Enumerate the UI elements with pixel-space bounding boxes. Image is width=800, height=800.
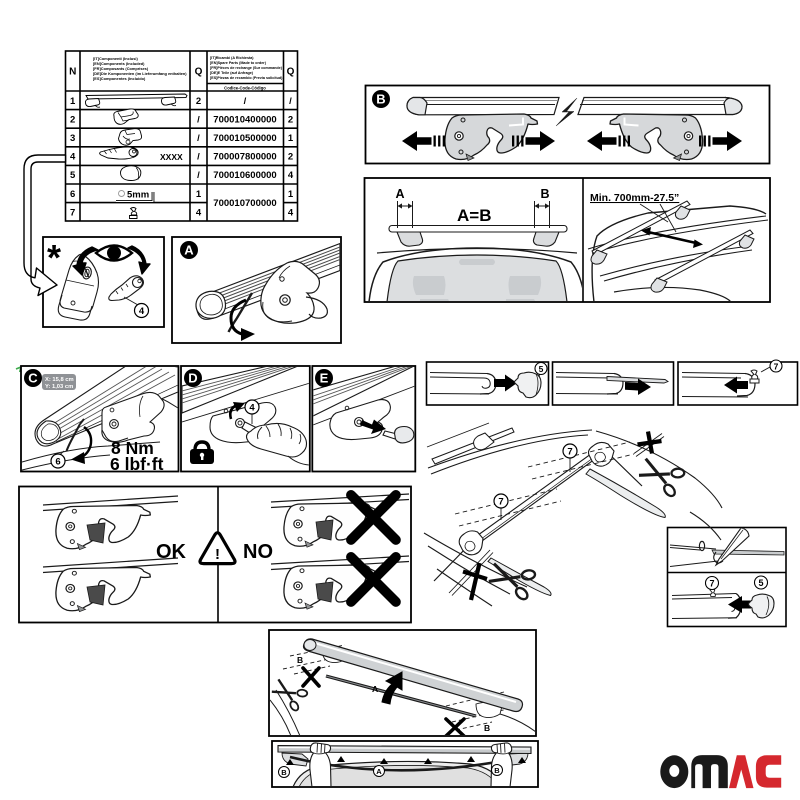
- svg-text:700010600000: 700010600000: [213, 170, 276, 181]
- svg-text:N: N: [69, 67, 76, 78]
- svg-text:/: /: [197, 170, 200, 181]
- svg-text:3: 3: [70, 133, 75, 144]
- svg-text:[DE]Die Komponenten (im Liefer: [DE]Die Komponenten (im Lieferumfang ent…: [93, 71, 187, 76]
- svg-text:B: B: [540, 187, 549, 201]
- svg-text:A: A: [372, 684, 378, 694]
- svg-text:6: 6: [70, 189, 75, 200]
- svg-text:OK: OK: [156, 541, 187, 563]
- svg-text:4: 4: [196, 207, 202, 218]
- svg-text:2: 2: [70, 114, 75, 125]
- svg-text:1: 1: [70, 96, 76, 107]
- svg-text:B: B: [484, 723, 490, 733]
- svg-text:B: B: [376, 92, 385, 107]
- svg-text:B: B: [494, 766, 500, 775]
- svg-text:6: 6: [55, 457, 60, 468]
- svg-text:[FR]Composants (Comprises): [FR]Composants (Comprises): [93, 66, 149, 71]
- svg-text:NO: NO: [243, 541, 273, 563]
- svg-text:/: /: [197, 133, 200, 144]
- svg-text:4: 4: [288, 170, 294, 181]
- svg-text:[EN]Spare Parts (Made to order: [EN]Spare Parts (Made to order): [210, 61, 267, 65]
- svg-text:D: D: [188, 371, 197, 386]
- svg-text:/: /: [289, 96, 292, 107]
- svg-text:A: A: [395, 187, 404, 201]
- svg-text:700010500000: 700010500000: [213, 133, 276, 144]
- svg-text:XXXX: XXXX: [160, 152, 183, 162]
- svg-text:!: !: [215, 546, 220, 563]
- svg-text:[DE]E Teile (auf Anfrage): [DE]E Teile (auf Anfrage): [210, 71, 254, 75]
- svg-text:700007800000: 700007800000: [213, 152, 276, 163]
- svg-text:B: B: [297, 655, 303, 665]
- svg-text:[IT]Ricambi (A Richiesta): [IT]Ricambi (A Richiesta): [210, 56, 254, 60]
- svg-text:*: *: [47, 237, 61, 278]
- svg-text:4: 4: [288, 207, 294, 218]
- svg-text:A: A: [184, 243, 194, 258]
- svg-text:2: 2: [288, 114, 293, 125]
- svg-text:X: 15,8 cm: X: 15,8 cm: [45, 377, 74, 383]
- svg-text:7: 7: [498, 497, 503, 508]
- svg-text:[EN]Components (Included): [EN]Components (Included): [93, 61, 145, 66]
- svg-text:4: 4: [70, 152, 76, 163]
- svg-text:4: 4: [249, 403, 255, 414]
- svg-text:1: 1: [196, 189, 202, 200]
- svg-text:7: 7: [70, 207, 75, 218]
- svg-text:5mm: 5mm: [127, 190, 149, 201]
- svg-text:Codice-Code-Código: Codice-Code-Código: [224, 86, 266, 91]
- svg-text:/: /: [197, 152, 200, 163]
- svg-text:[FR]Pièces de rechange (Sur co: [FR]Pièces de rechange (Sur commande): [210, 66, 283, 70]
- svg-text:1: 1: [288, 189, 294, 200]
- svg-text:2: 2: [288, 152, 293, 163]
- svg-text:5: 5: [539, 364, 544, 374]
- svg-text:5: 5: [70, 170, 76, 181]
- svg-text:/: /: [197, 114, 200, 125]
- svg-text:Q: Q: [195, 67, 203, 78]
- svg-text:E: E: [320, 371, 329, 386]
- svg-text:C: C: [28, 371, 38, 386]
- svg-text:5: 5: [758, 578, 763, 588]
- svg-text:2: 2: [196, 96, 201, 107]
- svg-text:B: B: [281, 768, 287, 777]
- svg-text:[ES]Piezas de recambio (Previa: [ES]Piezas de recambio (Previa solicitud…: [210, 76, 283, 80]
- svg-text:Y: 1,03 cm: Y: 1,03 cm: [45, 384, 73, 390]
- svg-text:A: A: [376, 767, 382, 776]
- svg-text:8 Nm: 8 Nm: [111, 438, 154, 458]
- svg-text:Q: Q: [287, 67, 295, 78]
- svg-text:700010700000: 700010700000: [213, 198, 276, 209]
- svg-text:1: 1: [288, 133, 294, 144]
- svg-text:4: 4: [139, 306, 145, 317]
- svg-text:[IT]Componenti (Inclusi): [IT]Componenti (Inclusi): [93, 56, 138, 61]
- svg-text:7: 7: [774, 361, 779, 371]
- svg-text:7: 7: [709, 579, 714, 589]
- svg-text:7: 7: [567, 447, 572, 458]
- svg-text:A=B: A=B: [457, 206, 491, 225]
- svg-text:700010400000: 700010400000: [213, 114, 276, 125]
- svg-text:/: /: [244, 96, 247, 107]
- svg-text:[ES]Componentes (Incluido): [ES]Componentes (Incluido): [93, 76, 146, 81]
- svg-text:6 lbf·ft: 6 lbf·ft: [110, 454, 164, 474]
- svg-text:Min. 700mm-27.5”: Min. 700mm-27.5”: [590, 192, 679, 204]
